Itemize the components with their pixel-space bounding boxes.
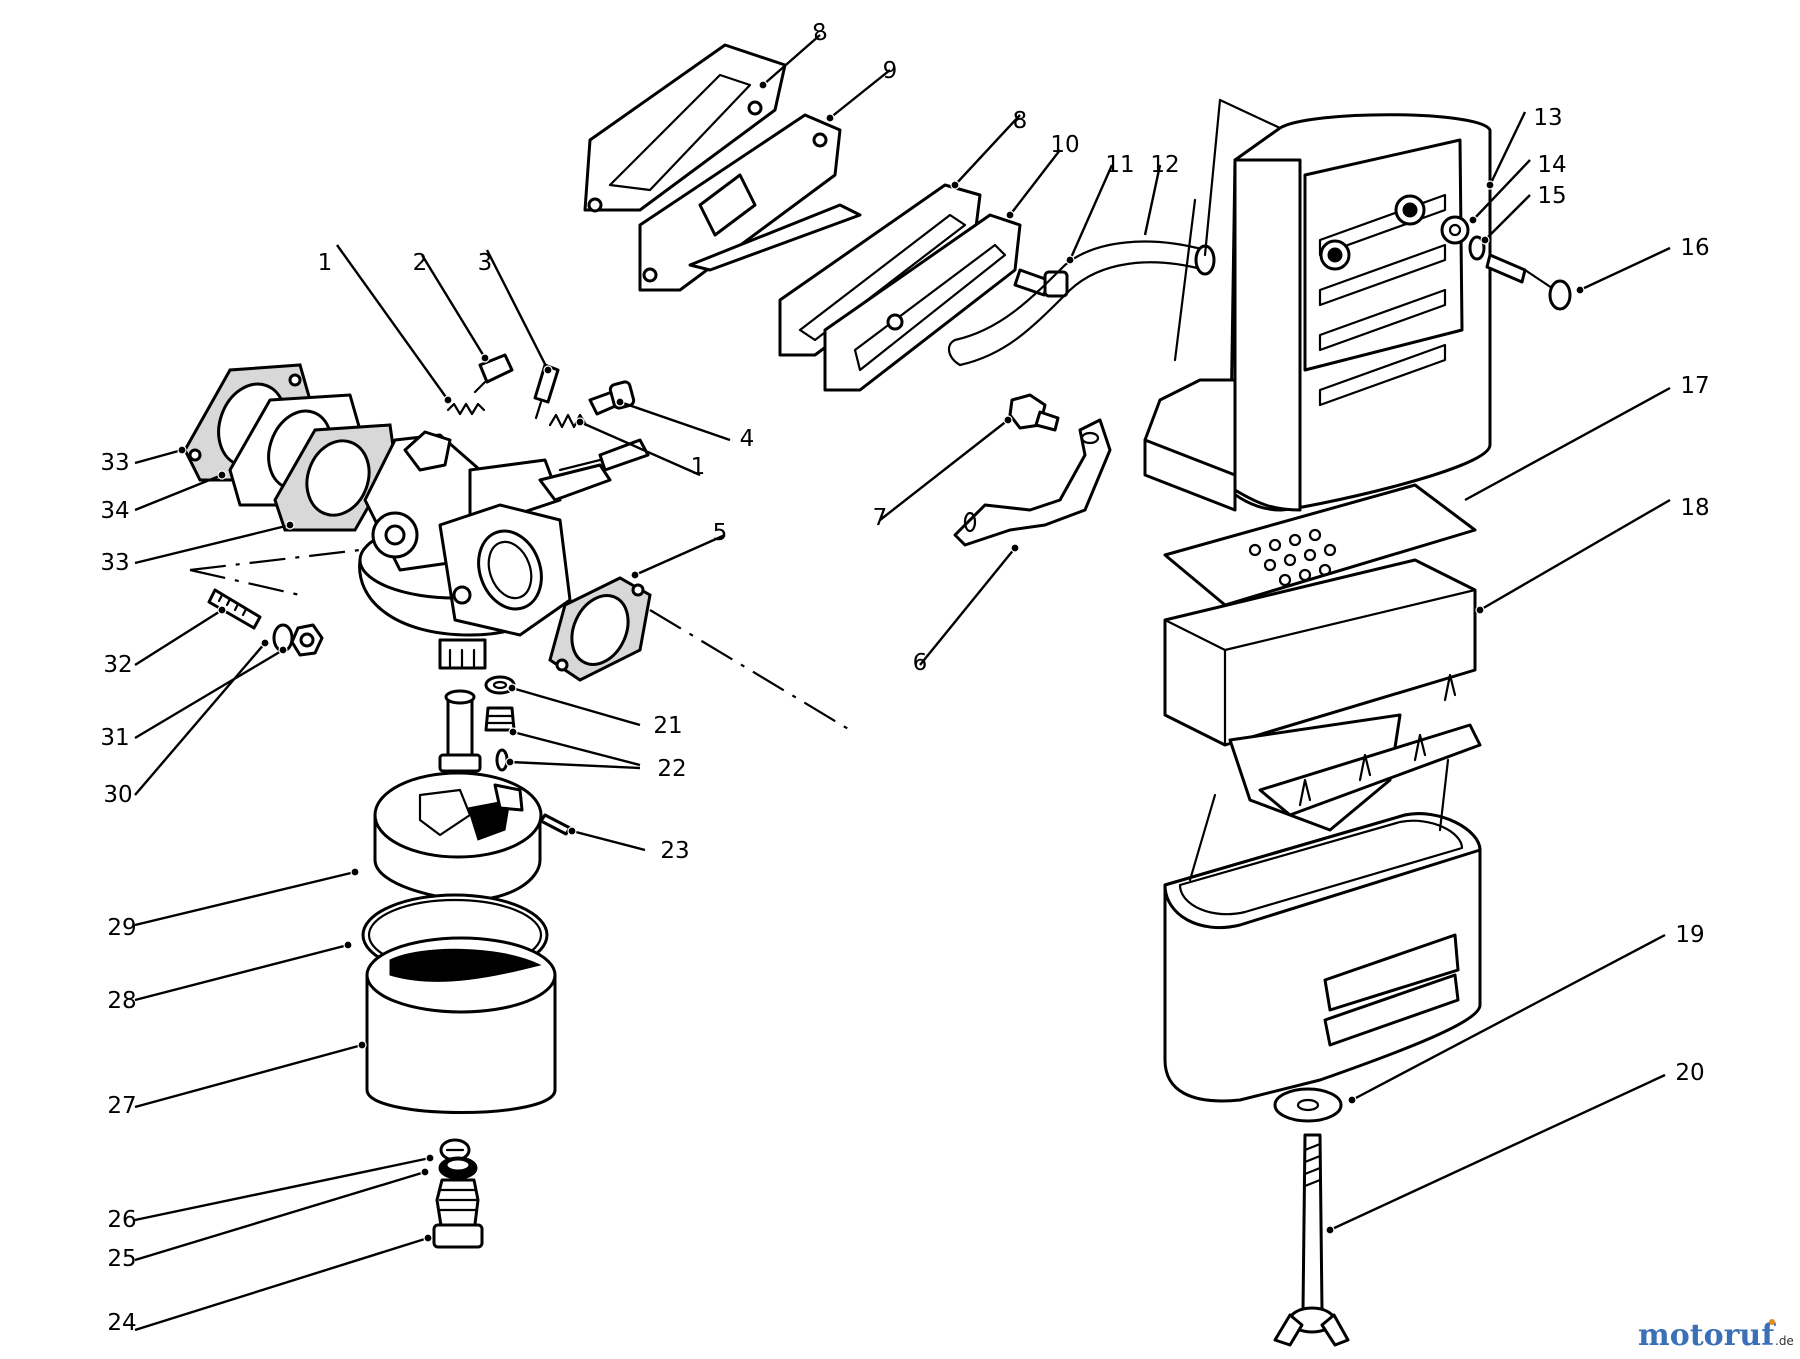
callout-labels: 1 1 2 3 4 5 6 7 8 8 9 10 11 12 13 14 15 …	[100, 19, 1709, 1336]
callout-12: 12	[1150, 152, 1179, 178]
base-insert	[1228, 673, 1482, 832]
callout-11: 11	[1105, 152, 1134, 178]
bolt-11	[1013, 268, 1069, 298]
washer-25	[438, 1156, 478, 1180]
gasket-5	[548, 576, 652, 682]
watermark-accent-dot	[1769, 1319, 1775, 1325]
watermark-logo: motoruf .de	[1638, 1318, 1794, 1353]
callout-28: 28	[107, 988, 136, 1014]
callout-29: 29	[107, 915, 136, 941]
gasket-8-top	[583, 43, 787, 213]
callout-17: 17	[1680, 373, 1709, 399]
callout-20: 20	[1675, 1060, 1704, 1086]
gasket-17-holes	[1248, 528, 1337, 587]
callout-18: 18	[1680, 495, 1709, 521]
callout-33-upper: 33	[100, 450, 129, 476]
callout-33-lower: 33	[100, 550, 129, 576]
spring-1-lower	[548, 413, 588, 429]
leader-lines	[134, 34, 1671, 1332]
callout-22: 22	[657, 756, 686, 782]
callout-14: 14	[1537, 152, 1566, 178]
callout-1-upper: 1	[318, 250, 333, 276]
breather-tube-12	[947, 240, 1216, 367]
callout-27: 27	[107, 1093, 136, 1119]
callout-16: 16	[1680, 235, 1709, 261]
nut-24	[432, 1178, 484, 1249]
gasket-9	[638, 113, 862, 292]
callout-25: 25	[107, 1246, 136, 1272]
callout-8-mid: 8	[1013, 108, 1028, 134]
callout-3: 3	[478, 250, 493, 276]
callout-24: 24	[107, 1310, 136, 1336]
plate-10	[823, 213, 1022, 392]
callout-19: 19	[1675, 922, 1704, 948]
pin-23	[539, 813, 572, 836]
callout-32: 32	[103, 652, 132, 678]
callout-7: 7	[873, 505, 888, 531]
pipe	[438, 689, 482, 773]
nut-30	[290, 623, 324, 657]
screw-26	[439, 1138, 471, 1162]
bracket-6	[953, 418, 1112, 547]
base-tray	[1163, 758, 1482, 1103]
callout-4: 4	[740, 426, 755, 452]
screw-3	[533, 363, 560, 420]
callout-2: 2	[413, 250, 428, 276]
callout-9: 9	[883, 58, 898, 84]
lockwasher-15	[1468, 235, 1486, 261]
callout-21: 21	[653, 713, 682, 739]
watermark-brand: motoruf	[1638, 1318, 1776, 1353]
washer-14	[1440, 215, 1470, 245]
gasket-33-inner	[273, 423, 397, 532]
callout-15: 15	[1537, 183, 1566, 209]
screw-16	[1485, 253, 1572, 311]
element-18	[1163, 558, 1477, 747]
callout-10: 10	[1050, 132, 1079, 158]
bolt-7	[1008, 393, 1060, 432]
watermark-tld: .de	[1775, 1334, 1794, 1348]
callout-13: 13	[1533, 105, 1562, 131]
screw-4	[588, 380, 636, 416]
wingbolt-20	[1273, 1133, 1350, 1347]
leader-13-line	[1173, 98, 1282, 362]
callout-6: 6	[913, 650, 928, 676]
leader-dots	[177, 80, 1585, 1243]
callout-23: 23	[660, 838, 689, 864]
screw-2	[473, 353, 514, 394]
callout-31: 31	[100, 725, 129, 751]
spring-1-upper	[446, 402, 486, 416]
callout-8-top: 8	[811, 19, 830, 47]
callout-1-lower: 1	[691, 454, 706, 480]
callout-30: 30	[103, 782, 132, 808]
gasket-17	[1163, 483, 1477, 607]
bowl-27	[365, 936, 557, 1114]
cover-13	[1143, 113, 1492, 512]
callout-26: 26	[107, 1207, 136, 1233]
callout-34: 34	[100, 498, 129, 524]
carburetor-body	[358, 430, 650, 670]
washer-19	[1273, 1087, 1343, 1123]
needle-32	[207, 588, 262, 630]
callout-5: 5	[713, 520, 728, 546]
washer-21	[484, 675, 516, 695]
float-29	[373, 771, 543, 902]
